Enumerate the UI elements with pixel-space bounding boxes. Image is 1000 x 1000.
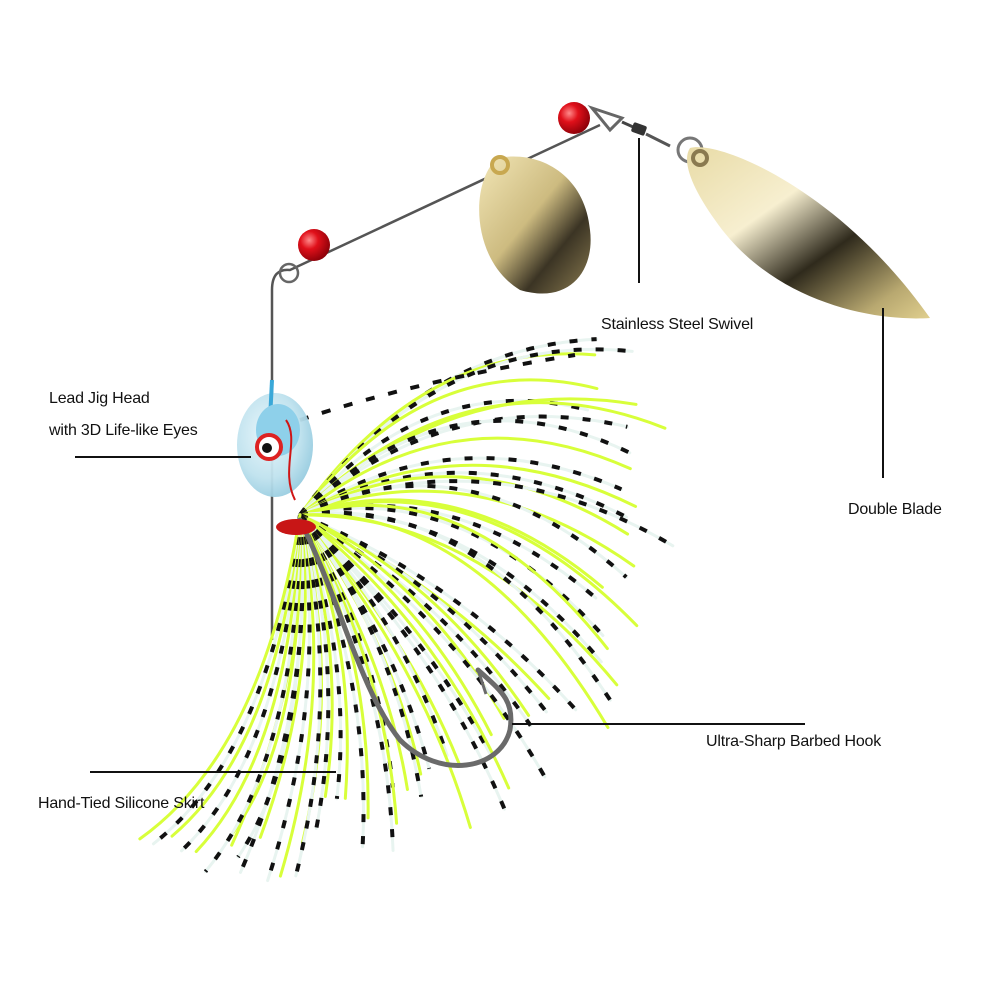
skirt-strand-stripes xyxy=(293,514,323,877)
skirt-strand-stripes xyxy=(298,514,331,829)
jig-head-leader-line xyxy=(75,456,251,458)
skirt-strand xyxy=(298,513,511,790)
red-thread-wrap xyxy=(276,519,316,535)
hook-barb xyxy=(476,669,488,695)
skirt-strand xyxy=(298,352,597,517)
skirt-strand xyxy=(138,513,302,841)
skirt-strand xyxy=(170,513,302,838)
wire-arm xyxy=(270,123,601,640)
skirt-strand-stripes xyxy=(298,513,450,757)
skirt-strand xyxy=(298,489,636,568)
skirt-strand-stripes xyxy=(298,513,492,754)
hook-leader-line xyxy=(512,723,805,725)
skirt-strand xyxy=(298,378,599,517)
skirt-strand xyxy=(151,513,302,846)
skirt-leader-line xyxy=(90,771,336,773)
skirt-strand xyxy=(298,503,609,651)
skirt-strand xyxy=(180,513,302,853)
hook-label: Ultra-Sharp Barbed Hook xyxy=(706,733,882,750)
skirt-strand-stripes xyxy=(299,483,628,579)
skirt-strand xyxy=(258,513,307,839)
skirt-strand-stripes xyxy=(298,398,589,517)
swivel-label: Stainless Steel Swivel xyxy=(601,316,754,333)
skirt-strand xyxy=(298,500,639,628)
blade-label: Double Blade xyxy=(848,501,942,518)
skirt-strand-stripes xyxy=(298,414,628,517)
skirt-strand-stripes xyxy=(298,513,424,798)
colorado-blade xyxy=(479,155,591,294)
skirt-strand xyxy=(226,513,302,842)
skirt-label: Hand-Tied Silicone Skirt xyxy=(38,795,205,812)
wire-loop-icon xyxy=(278,262,300,284)
red-bead-upper xyxy=(558,102,590,134)
skirt-strand-stripes xyxy=(299,513,533,727)
skirt-strand xyxy=(298,513,370,820)
skirt-strand-stripes xyxy=(299,506,605,637)
blade-leader-line xyxy=(882,308,884,478)
hook xyxy=(297,517,514,768)
jig-head xyxy=(237,379,316,535)
skirt-strand xyxy=(298,513,493,737)
red-bead-lower xyxy=(298,229,330,261)
skirt-strand-stripes xyxy=(298,337,597,517)
skirt-strand-stripes xyxy=(298,347,633,517)
skirt-strand-stripes xyxy=(299,510,612,702)
skirt-strand-stripes xyxy=(299,479,674,548)
jig-head-label-line2: with 3D Life-like Eyes xyxy=(49,422,198,439)
skirt-strand xyxy=(194,513,302,854)
jig-head-label-line1: Lead Jig Head xyxy=(49,390,150,407)
swivel-leader-line xyxy=(638,138,640,283)
willow-blade xyxy=(687,147,930,319)
skirt-strand-stripes xyxy=(299,513,548,714)
skirt-strand xyxy=(298,513,610,730)
silicone-skirt xyxy=(138,337,675,883)
skirt-strand-stripes xyxy=(298,456,623,517)
skirt-strand-stripes xyxy=(203,514,302,873)
skirt-strand-stripes xyxy=(298,418,631,517)
skirt-strand-stripes xyxy=(236,514,304,859)
swivel xyxy=(587,104,704,164)
skirt-strand xyxy=(298,513,531,717)
skirt-strand xyxy=(298,436,632,517)
skirt-strand-stripes xyxy=(265,514,312,882)
